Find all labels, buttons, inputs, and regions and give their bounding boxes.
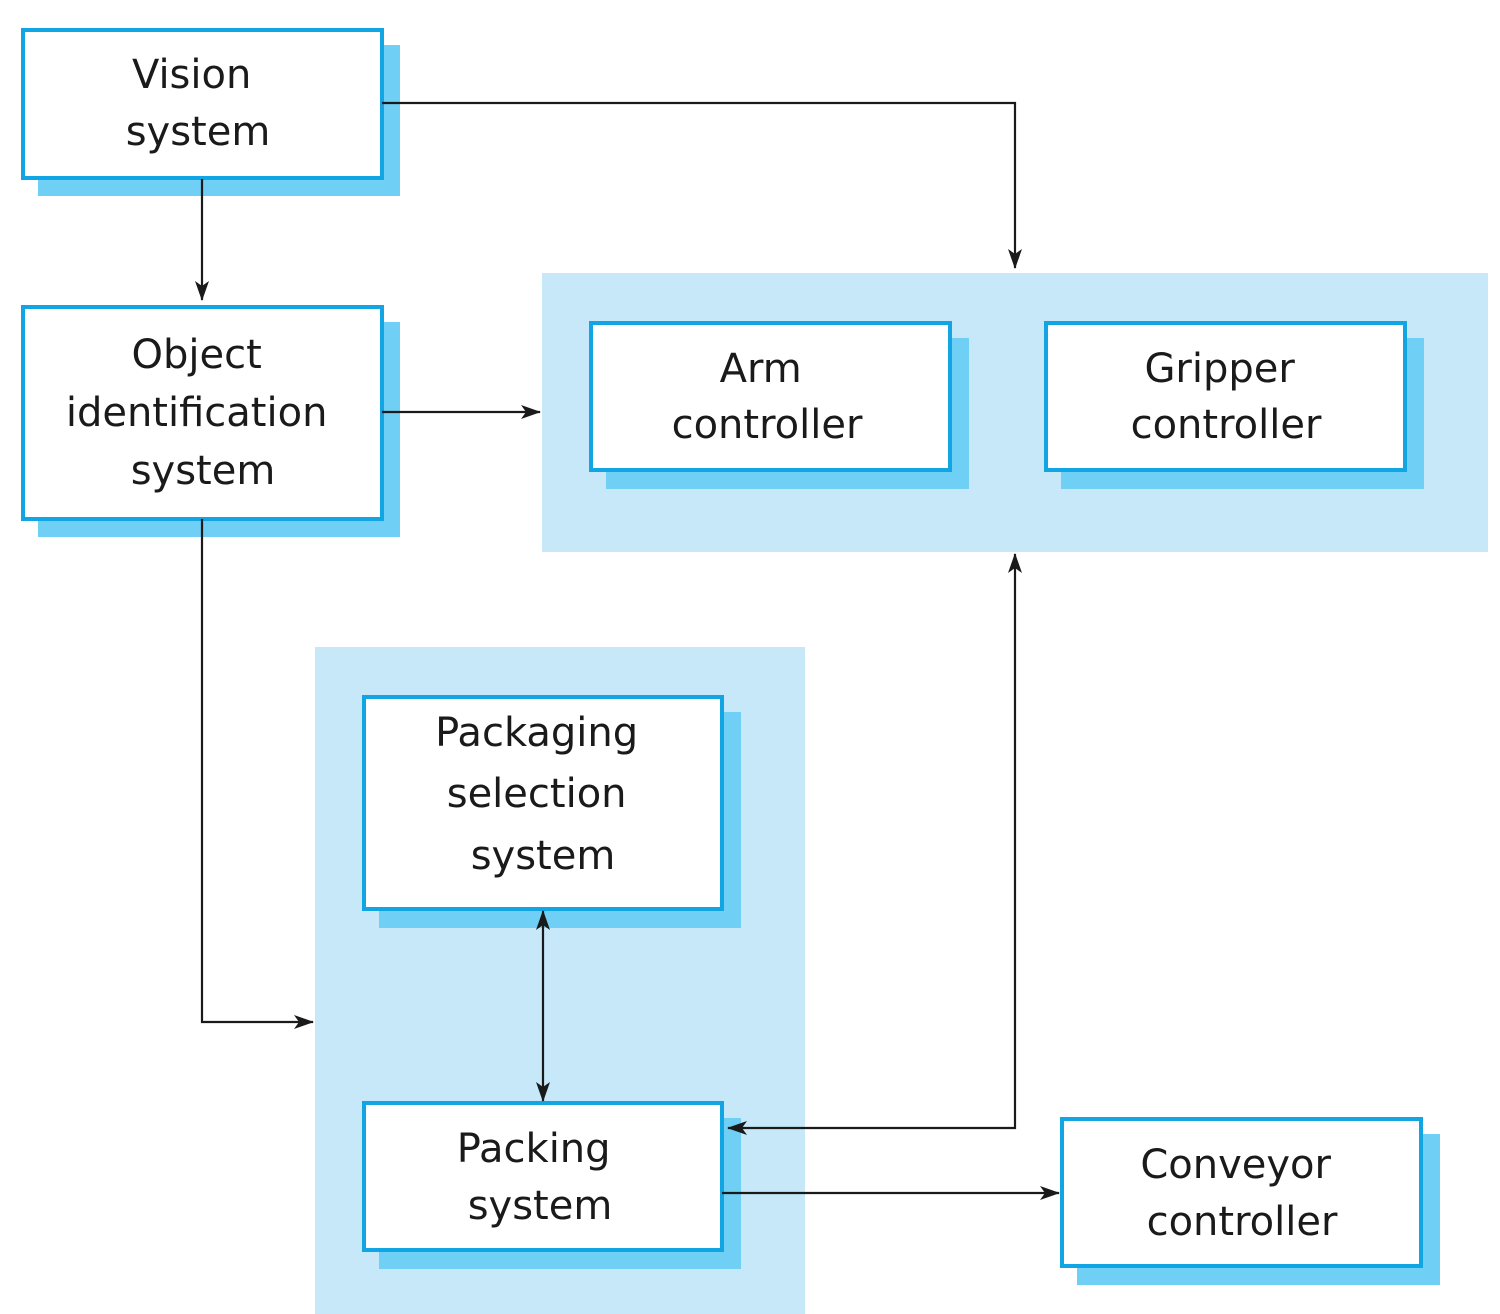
arm-controller-box[interactable]: Arm controller <box>589 321 969 489</box>
arrow-packing-controllers-bidirectional <box>727 553 1022 1135</box>
object-identification-line-3: system <box>131 448 276 494</box>
conveyor-controller-line-1: Conveyor <box>1140 1142 1331 1188</box>
arrow-object-identification-to-packaging <box>200 519 314 1029</box>
arm-controller-line-2: controller <box>672 402 863 448</box>
packing-system-box[interactable]: Packing system <box>362 1101 741 1269</box>
object-identification-line-1: Object <box>132 332 262 378</box>
packaging-selection-line-1: Packaging <box>435 710 638 756</box>
packing-system-frame <box>362 1101 724 1252</box>
packing-system-line-2: system <box>468 1183 613 1229</box>
vision-system-line-1: Vision <box>132 52 251 98</box>
arm-controller-line-1: Arm <box>720 346 802 392</box>
object-identification-system-box[interactable]: Object identification system <box>21 305 400 537</box>
conveyor-controller-line-2: controller <box>1147 1199 1338 1245</box>
gripper-controller-frame <box>1044 321 1407 472</box>
vision-system-label: Vision system <box>126 52 271 155</box>
arm-controller-label: Arm controller <box>672 346 863 448</box>
vision-system-box[interactable]: Vision system <box>21 28 400 196</box>
object-identification-line-2: identification <box>66 390 328 436</box>
packaging-selection-system-frame <box>362 695 724 911</box>
conveyor-controller-frame <box>1060 1117 1423 1268</box>
conveyor-controller-label: Conveyor controller <box>1140 1142 1343 1245</box>
packaging-selection-system-label: Packaging selection system <box>435 710 651 879</box>
object-identification-system-frame <box>21 305 384 521</box>
arm-controller-frame <box>589 321 952 472</box>
packing-system-label: Packing system <box>457 1126 624 1229</box>
conveyor-controller-box[interactable]: Conveyor controller <box>1060 1117 1440 1285</box>
gripper-controller-line-2: controller <box>1131 402 1322 448</box>
object-identification-system-label: Object identification system <box>66 332 340 494</box>
packing-system-line-1: Packing <box>457 1126 611 1172</box>
gripper-controller-box[interactable]: Gripper controller <box>1044 321 1424 489</box>
arrow-vision-to-controllers <box>382 101 1022 269</box>
packaging-selection-line-2: selection <box>447 771 627 817</box>
packaging-selection-system-box[interactable]: Packaging selection system <box>362 695 741 928</box>
gripper-controller-line-1: Gripper <box>1144 346 1295 392</box>
gripper-controller-label: Gripper controller <box>1131 346 1322 448</box>
packaging-selection-line-3: system <box>471 833 616 879</box>
vision-system-line-2: system <box>126 109 271 155</box>
